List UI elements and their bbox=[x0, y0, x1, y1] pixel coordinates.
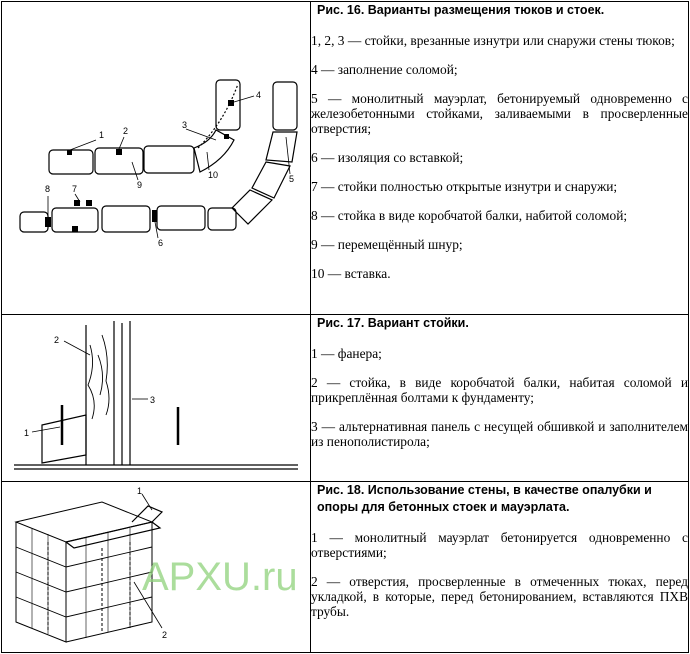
fig17-caption: Рис. 17. Вариант стойки. bbox=[317, 316, 469, 330]
fig16-label-6: 6 bbox=[158, 238, 163, 248]
fig16-label-10: 10 bbox=[208, 170, 218, 180]
fig16-item: 7 — стойки полностью открытые изнутри и … bbox=[311, 179, 618, 194]
fig16-item: 4 — заполнение соломой; bbox=[311, 62, 458, 77]
fig16-item: 9 — перемещённый шнур; bbox=[311, 237, 463, 252]
fig17-label-1: 1 bbox=[24, 428, 29, 438]
fig16-bale-layout-drawing: 1 2 3 4 5 6 7 8 9 10 bbox=[19, 79, 298, 248]
fig16-callout-labels: 1 2 3 4 5 6 7 8 9 10 bbox=[45, 90, 294, 248]
fig16-caption: Рис. 16. Варианты размещения тюков и сто… bbox=[317, 3, 605, 17]
fig18-label-1: 1 bbox=[137, 486, 142, 496]
fig17-row: 2 3 1 Рис. 17. Вариант стойки. 1 — фанер… bbox=[1, 314, 689, 482]
fig18-caption: Рис. 18. Использование стены, в качестве… bbox=[317, 483, 652, 514]
fig18-text-cell: Рис. 18. Использование стены, в качестве… bbox=[310, 481, 689, 653]
fig16-label-7: 7 bbox=[72, 184, 77, 194]
fig18-item: 2 — отверстия, просверленные в отмеченны… bbox=[311, 574, 688, 619]
fig18-label-2: 2 bbox=[162, 630, 167, 640]
fig18-wall-formwork-drawing: APXU.ru 1 2 bbox=[14, 486, 298, 643]
fig16-row: 1 2 3 4 5 6 7 8 9 10 Рис. 16. Варианты р… bbox=[1, 1, 689, 315]
fig17-label-3: 3 bbox=[150, 395, 155, 405]
fig16-label-5: 5 bbox=[289, 174, 294, 184]
fig16-item: 1, 2, 3 — стойки, врезанные изнутри или … bbox=[311, 33, 675, 48]
fig16-item: 6 — изоляция со вставкой; bbox=[311, 150, 464, 165]
fig16-label-1: 1 bbox=[99, 130, 104, 140]
fig16-label-8: 8 bbox=[45, 184, 50, 194]
fig18-drawing-cell: APXU.ru 1 2 bbox=[1, 481, 311, 653]
fig16-drawing-cell: 1 2 3 4 5 6 7 8 9 10 bbox=[1, 1, 311, 315]
fig16-label-4: 4 bbox=[256, 90, 261, 100]
fig18-item: 1 — монолитный мауэрлат бетонируется одн… bbox=[311, 530, 688, 560]
fig17-item: 2 — стойка, в виде коробчатой балки, наб… bbox=[311, 375, 688, 405]
site-watermark: APXU.ru bbox=[142, 555, 298, 599]
fig16-item: 10 — вставка. bbox=[311, 266, 391, 281]
fig17-post-drawing: 2 3 1 bbox=[14, 321, 298, 470]
fig17-callout-labels: 2 3 1 bbox=[24, 335, 155, 438]
fig16-label-3: 3 bbox=[182, 120, 187, 130]
fig17-text-cell: Рис. 17. Вариант стойки. 1 — фанера; 2 —… bbox=[310, 314, 689, 482]
fig17-item: 1 — фанера; bbox=[311, 346, 382, 361]
fig17-item: 3 — альтернативная панель с несущей обши… bbox=[311, 419, 688, 449]
fig17-drawing-cell: 2 3 1 bbox=[1, 314, 311, 482]
fig16-item: 8 — стойка в виде коробчатой балки, наби… bbox=[311, 208, 628, 223]
fig16-label-2: 2 bbox=[123, 126, 128, 136]
fig16-label-9: 9 bbox=[137, 180, 142, 190]
fig18-row: APXU.ru 1 2 Рис. 18. Использование стены… bbox=[1, 481, 689, 653]
fig18-callout-labels: 1 2 bbox=[137, 486, 167, 640]
fig16-item: 5 — монолитный мауэрлат, бетонируемый од… bbox=[311, 91, 688, 136]
fig17-label-2: 2 bbox=[54, 335, 59, 345]
fig16-text-cell: Рис. 16. Варианты размещения тюков и сто… bbox=[310, 1, 689, 315]
